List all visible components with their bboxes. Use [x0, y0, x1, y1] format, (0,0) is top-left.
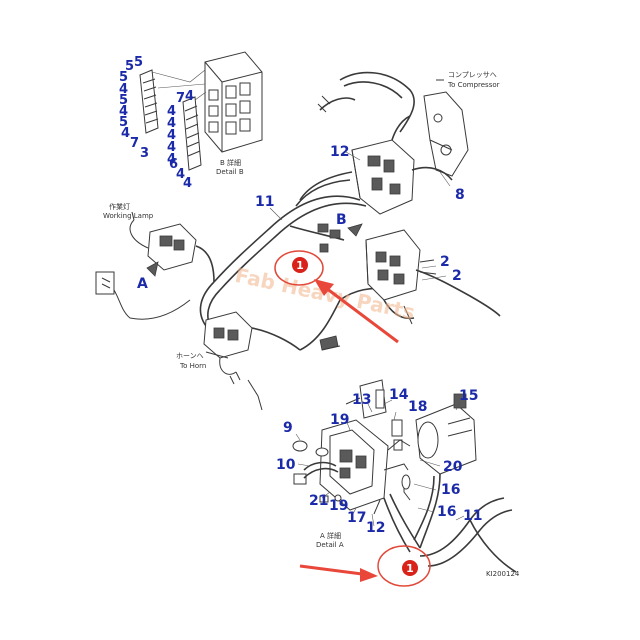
detail-a-drawing: 13 14 15 9 19 18 10 20 16 21 19 17 12 16… [276, 379, 520, 578]
label-4: 4 [183, 176, 192, 191]
middle-connector-group [289, 223, 391, 351]
label-7: 7 [130, 136, 139, 151]
label-11: 11 [463, 508, 482, 524]
label-15: 15 [459, 388, 478, 404]
label-4: 4 [119, 104, 128, 119]
loose-parts [292, 440, 342, 503]
label-19: 19 [329, 498, 348, 514]
label-4: 4 [167, 152, 176, 167]
view-a-arrow [146, 261, 159, 277]
connector-block-2 [365, 229, 501, 325]
arrow-upper [314, 279, 399, 344]
label-17: 17 [347, 510, 366, 526]
label-20: 20 [443, 459, 463, 475]
callout-number-upper: 1 [296, 259, 304, 272]
label-5: 5 [134, 55, 143, 70]
label-19: 19 [330, 412, 349, 428]
label-5: 5 [119, 70, 128, 85]
callout-ring-upper [274, 250, 324, 286]
label-4: 4 [119, 82, 128, 97]
label-4: 4 [167, 128, 176, 143]
horn-caption-en: To Horn [179, 362, 206, 370]
view-b-label: B [336, 212, 347, 228]
relay-box [204, 51, 263, 153]
label-7: 7 [176, 91, 185, 106]
working-lamp-assembly [95, 211, 215, 320]
callout-badge-upper [292, 257, 308, 273]
connector-cluster-12 [351, 115, 453, 215]
callout-badge-lower [402, 560, 418, 576]
compressor-caption-jp: コンプレッサへ [448, 71, 497, 79]
detail-a-caption-en: Detail A [316, 541, 344, 549]
label-21: 21 [309, 493, 328, 509]
callout-upper: 1 [274, 250, 324, 286]
label-8: 8 [455, 187, 465, 203]
detail-b-drawing: 5 5 5 4 5 4 5 4 7 3 7 4 4 4 4 4 4 6 4 4 … [119, 51, 263, 191]
callout-ring-lower [377, 545, 431, 587]
label-16: 16 [437, 504, 456, 520]
view-a-label: A [137, 276, 148, 292]
label-12: 12 [330, 144, 349, 160]
label-3: 3 [140, 146, 149, 161]
callout-lower: 1 [377, 545, 431, 587]
label-5: 5 [119, 115, 128, 130]
horn-branch [203, 311, 301, 411]
label-4: 4 [167, 116, 176, 131]
control-box [319, 419, 409, 511]
label-2: 2 [440, 254, 450, 270]
label-9: 9 [283, 420, 293, 436]
label-14: 14 [389, 387, 409, 403]
label-4: 4 [167, 140, 176, 155]
label-5: 5 [125, 59, 134, 74]
drawing-code: KI200124 [486, 570, 520, 578]
callout-number-lower: 1 [406, 562, 414, 575]
fuse-strip-left [139, 69, 159, 134]
label-11: 11 [255, 194, 274, 210]
label-4: 4 [121, 126, 130, 141]
detail-a-caption-jp: A 詳細 [320, 531, 341, 540]
compressor-caption-en: To Compressor [447, 81, 500, 89]
label-18: 18 [408, 399, 427, 415]
fuse-strip-middle [182, 96, 202, 171]
horn-caption-jp: ホーンへ [176, 352, 204, 360]
working-lamp-caption-jp: 作業灯 [109, 202, 130, 211]
bracket-part-8 [423, 91, 469, 177]
label-4: 4 [185, 89, 194, 104]
detail-b-caption-jp: B 詳細 [220, 158, 241, 167]
view-b-arrow [347, 223, 363, 237]
label-2: 2 [452, 268, 462, 284]
motor-unit [415, 393, 477, 475]
mount-bracket [345, 379, 387, 419]
label-12: 12 [366, 520, 385, 536]
label-13: 13 [352, 392, 371, 408]
label-10: 10 [276, 457, 296, 473]
label-4: 4 [176, 167, 185, 182]
label-5: 5 [119, 93, 128, 108]
detail-b-caption-en: Detail B [216, 168, 244, 176]
label-6: 6 [169, 157, 178, 172]
label-16: 16 [441, 482, 460, 498]
arrow-lower [299, 564, 378, 582]
working-lamp-caption-en: Working Lamp [103, 212, 154, 220]
label-4: 4 [167, 104, 176, 119]
